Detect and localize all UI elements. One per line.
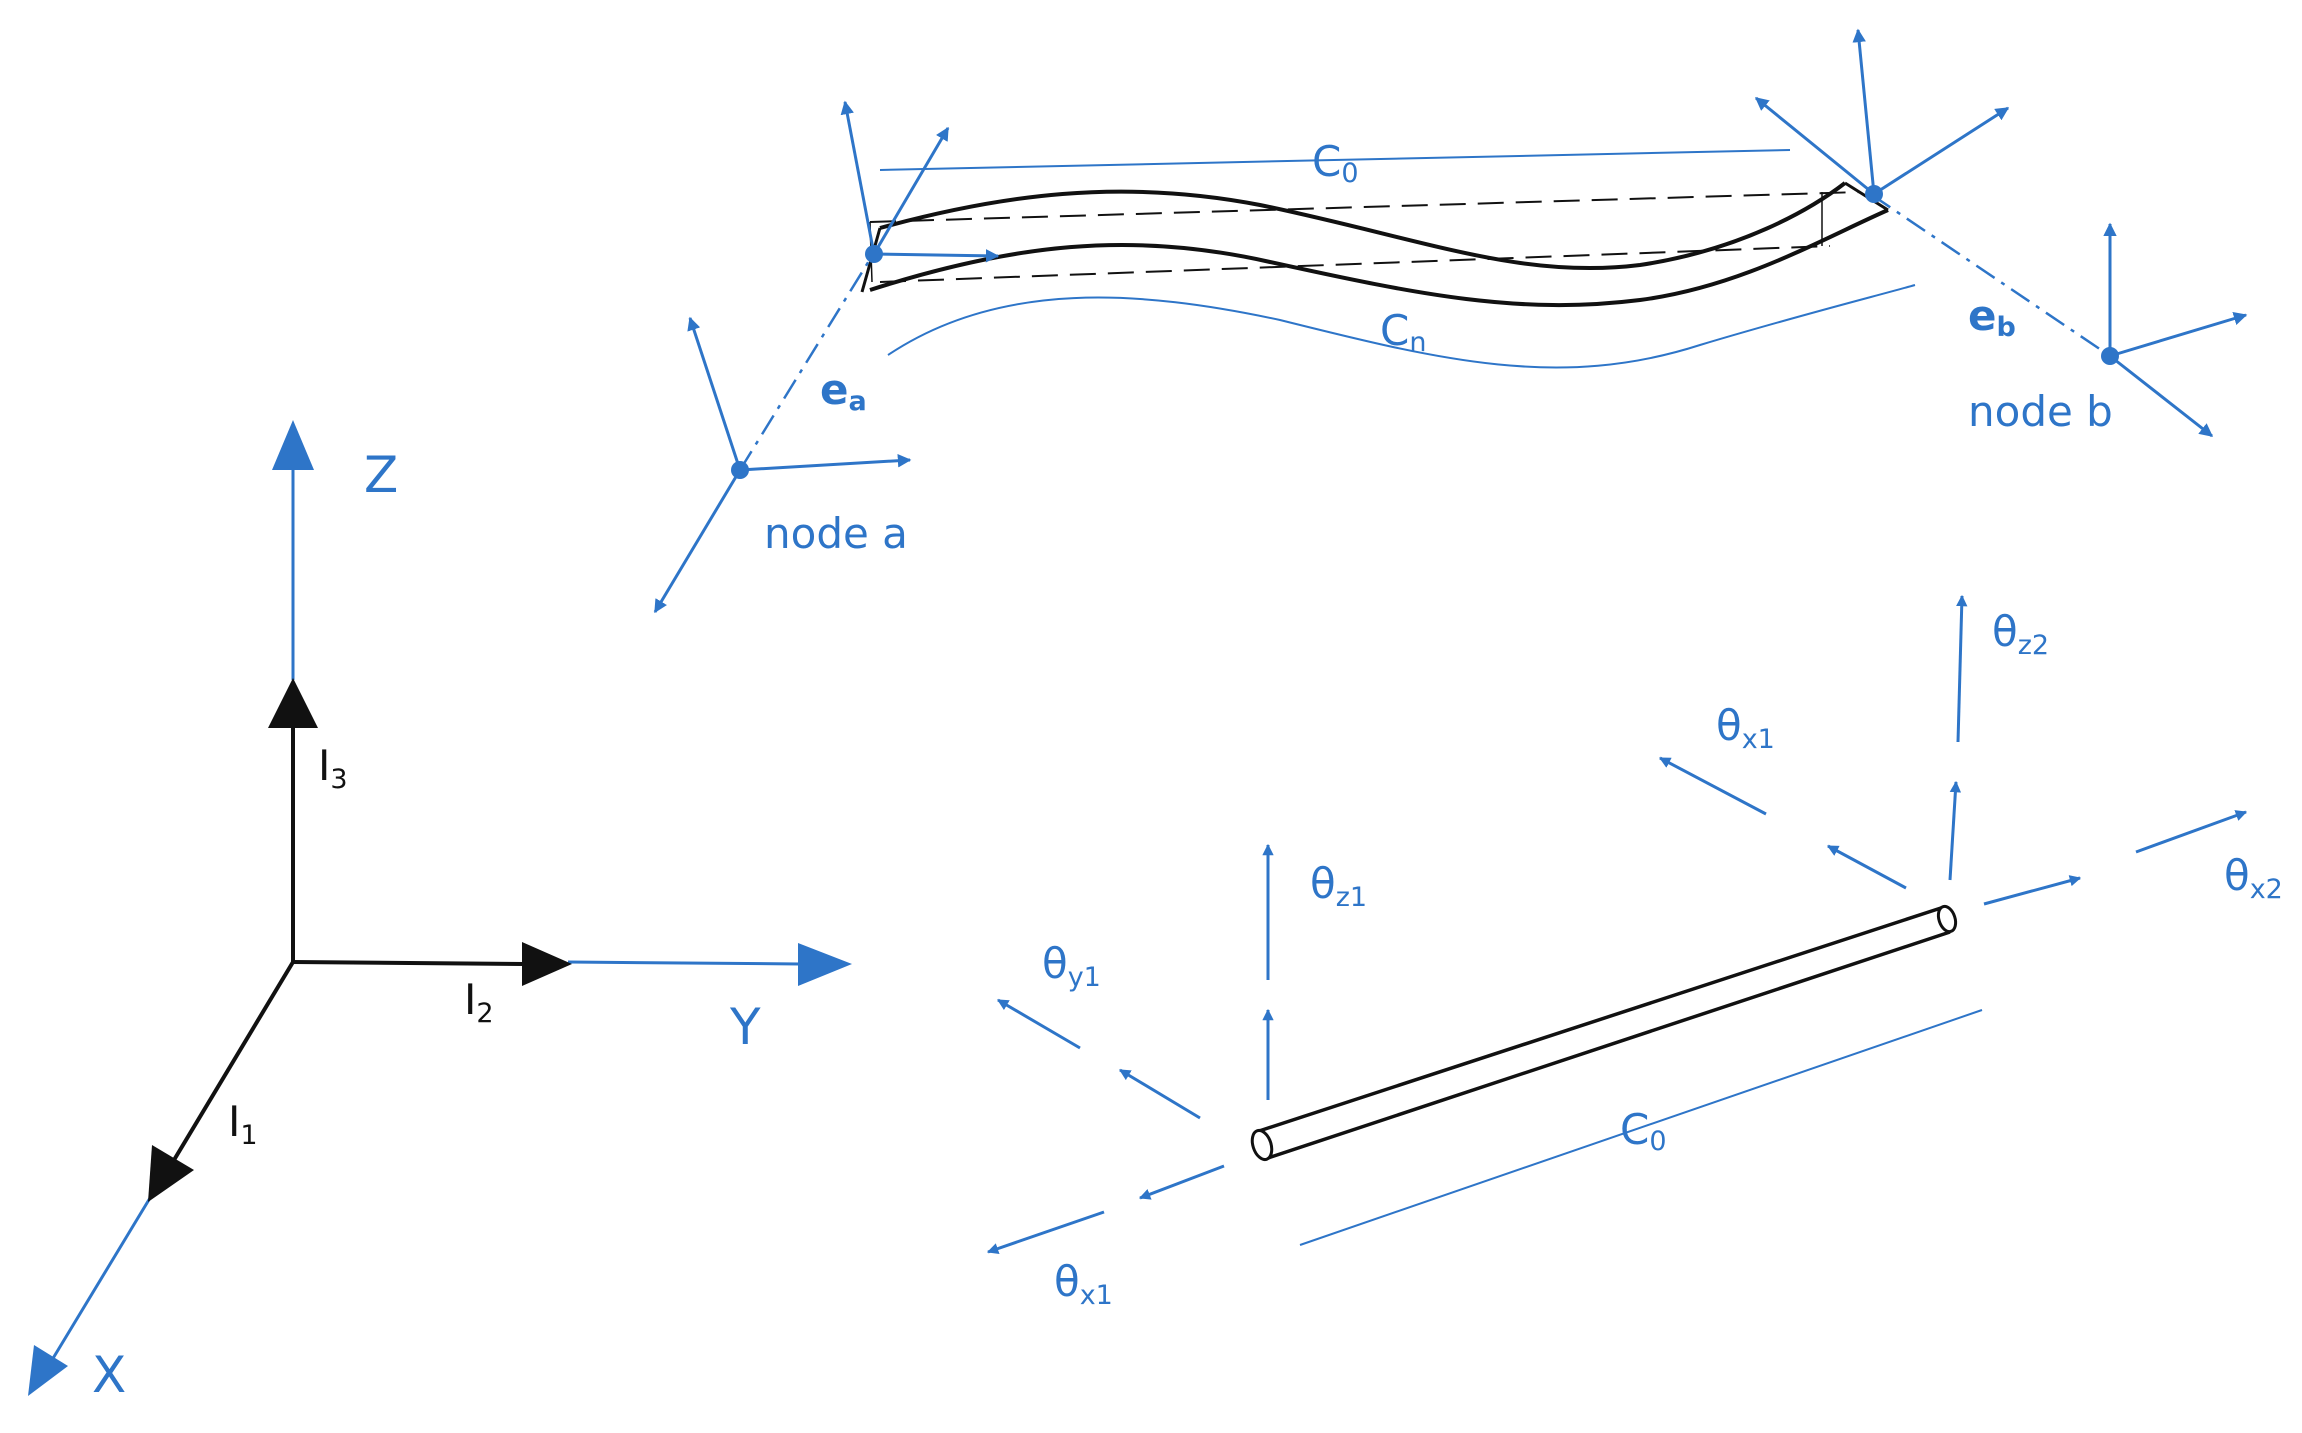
rod-end-far <box>1936 904 1958 934</box>
reference-beam-top <box>869 191 1861 223</box>
x-axis <box>50 1197 152 1361</box>
rod-edge-top <box>1255 905 1945 1134</box>
end-a-point <box>865 245 883 263</box>
i1-arrowhead <box>148 1145 194 1202</box>
x-axis-label: X <box>92 1346 126 1404</box>
node-a-axis-right <box>739 453 912 472</box>
node-a-triad <box>653 316 912 614</box>
deformed-beam: C0 Cn ea eb node a <box>653 28 2248 614</box>
end-b-point <box>1865 185 1883 203</box>
rod-edge-bottom <box>1267 930 1951 1160</box>
i1-label: I1 <box>228 1097 258 1151</box>
theta-x1-near-label: θx1 <box>1054 1257 1113 1311</box>
beam-end-a-triad <box>840 100 1000 263</box>
global-axes: Z Y X I3 I2 I1 <box>28 420 852 1404</box>
node-a-label: node a <box>764 509 908 558</box>
z-axis-arrowhead <box>272 420 314 470</box>
curve-label: Cn <box>1380 306 1426 358</box>
theta-y1-arrow-inner <box>1119 1068 1201 1120</box>
length-line <box>1299 1009 1983 1246</box>
length-label: C0 <box>1620 1105 1667 1157</box>
node-2-dofs <box>1658 594 2248 906</box>
theta-z2-label: θz2 <box>1992 607 2049 661</box>
i3-label: I3 <box>318 741 348 795</box>
theta-y1-label: θy1 <box>1042 939 1101 993</box>
i2-arrowhead <box>522 942 572 986</box>
node-b-label: node b <box>1968 387 2113 436</box>
rod-end-near <box>1250 1128 1274 1162</box>
chord-line <box>879 149 1791 171</box>
theta-x1-far-arrow-outer <box>1658 756 1767 816</box>
theta-x2-label: θx2 <box>2224 851 2283 905</box>
beam-end-b-triad <box>1754 28 2010 203</box>
theta-x2-arrow-inner <box>1983 875 2082 906</box>
y-axis <box>567 960 801 966</box>
z-axis-label: Z <box>364 446 398 504</box>
theta-y1-arrow-outer <box>997 998 1081 1050</box>
theta-x2-arrow-outer <box>2135 810 2248 854</box>
node-b-axis-down <box>2109 354 2214 438</box>
node-b-axis-right <box>2109 312 2248 358</box>
deformed-curve-cn <box>887 284 1916 369</box>
end-a-axis-right <box>873 249 1000 263</box>
node-a-point <box>731 461 749 479</box>
deformed-beam-bottom-edge <box>869 208 1889 308</box>
i2-label: I2 <box>464 975 494 1029</box>
node-a-axis-up <box>687 316 742 471</box>
theta-x1-near-arrow-inner <box>1138 1164 1225 1200</box>
offset-ea-line <box>738 255 874 471</box>
y-axis-label: Y <box>729 998 761 1056</box>
theta-x1-far-arrow-inner <box>1826 844 1907 890</box>
i1-vector <box>172 960 295 1162</box>
node-b-point <box>2101 347 2119 365</box>
offset-eb-line <box>1871 193 2111 358</box>
deformed-beam-top-edge <box>879 181 1847 271</box>
y-axis-arrowhead <box>798 943 852 986</box>
theta-x1-far-label: θx1 <box>1716 701 1775 755</box>
i3-arrowhead <box>268 678 318 728</box>
theta-x1-near-arrow-outer <box>986 1210 1105 1255</box>
offset-ea-label: ea <box>820 365 867 417</box>
node-b-triad <box>2101 222 2248 438</box>
end-a-axis-up <box>840 100 876 255</box>
i2-vector <box>292 960 525 966</box>
straight-beam: C0 θz1 θy1 θx1 θz2 θx1 θx2 <box>986 594 2283 1311</box>
theta-z1-label: θz1 <box>1310 859 1367 913</box>
theta-z2-arrow-outer <box>1956 594 1968 743</box>
reference-beam-bottom <box>879 245 1831 283</box>
end-b-axis-upleft <box>1754 96 1875 196</box>
x-axis-arrowhead <box>28 1345 68 1396</box>
chord-label: C0 <box>1312 137 1359 189</box>
node-a-axis-down <box>653 469 742 614</box>
node-1-dofs <box>986 843 1274 1255</box>
offset-eb-label: eb <box>1968 291 2016 343</box>
end-b-axis-up <box>1852 28 1876 195</box>
theta-z2-arrow-inner <box>1948 780 1962 881</box>
end-b-axis-upright <box>1873 106 2010 196</box>
end-a-axis-diagonal <box>872 126 950 255</box>
